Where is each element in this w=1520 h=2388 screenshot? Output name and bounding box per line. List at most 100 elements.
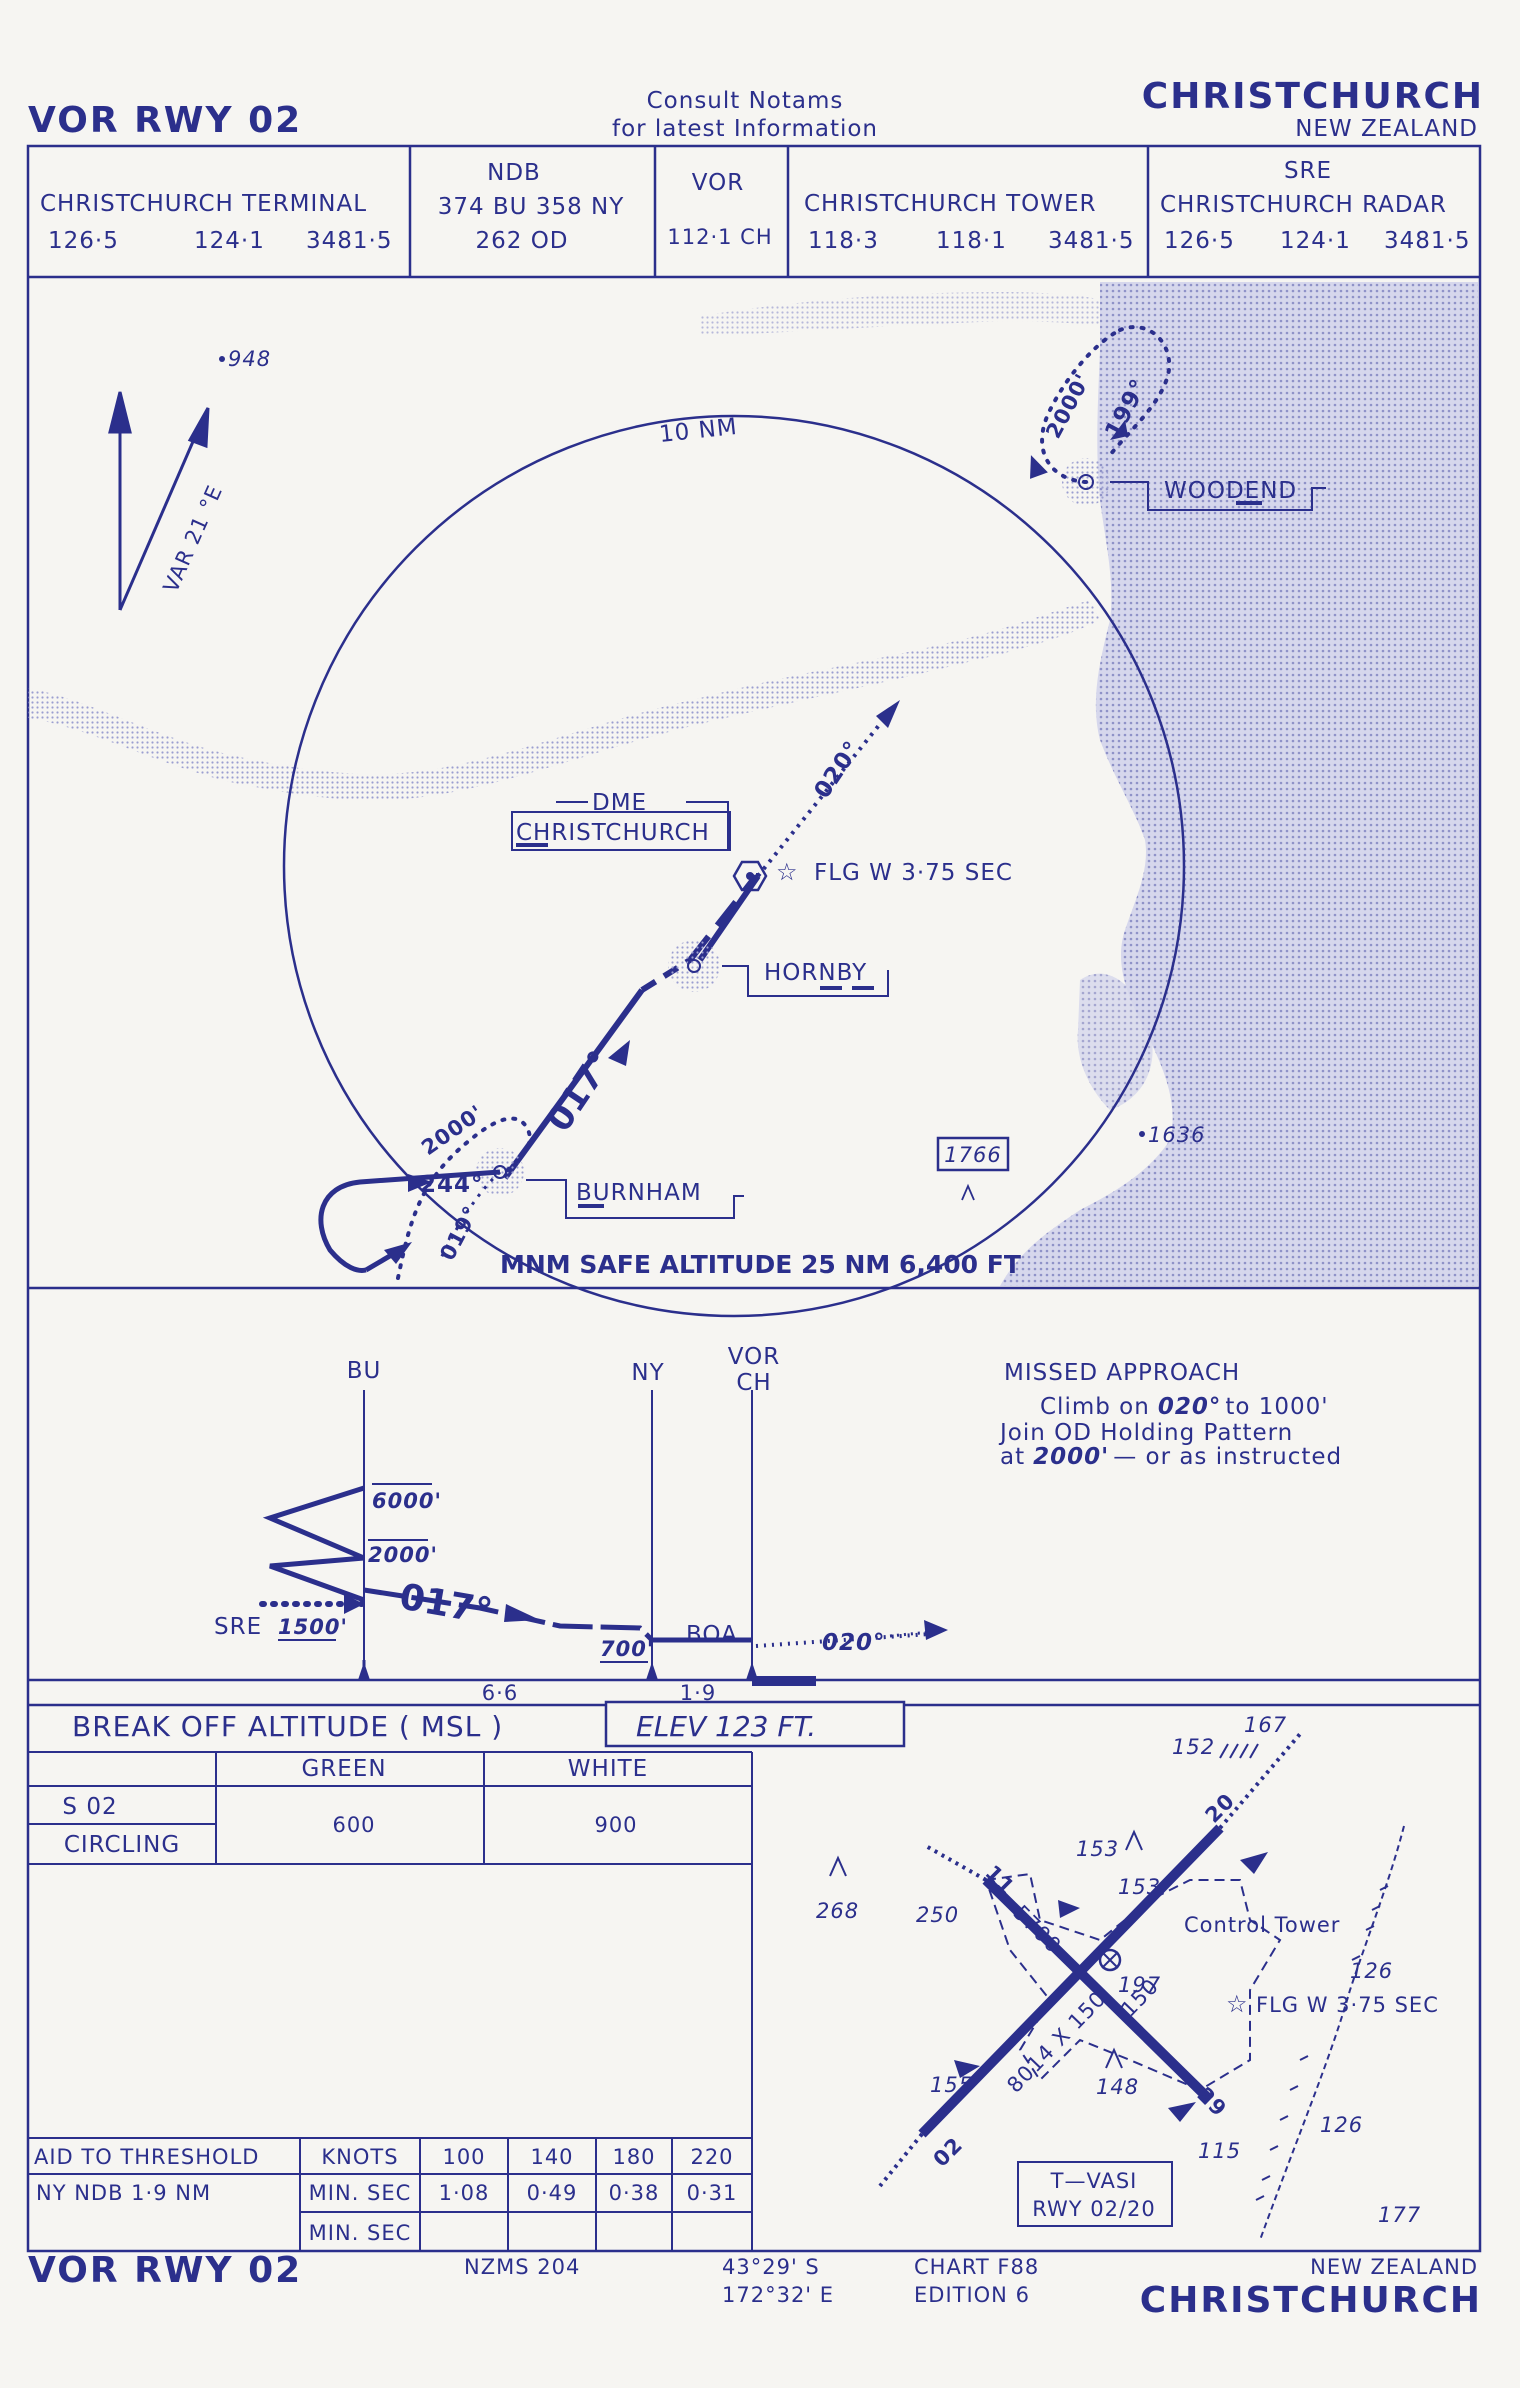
elev-167: 167 [1244,1713,1287,1737]
alt-1500: 1500' [278,1615,348,1639]
course-244: 244° [420,1172,484,1198]
fix-tick-bu-arrow [358,1662,370,1680]
green-header: GREEN [301,1756,386,1782]
timing-h4: 180 [612,2145,655,2169]
runway-02-ext-s [878,2132,924,2188]
elev-148: 148 [1096,2075,1139,2099]
hornby-center [687,959,701,973]
runway-profile [752,1676,816,1686]
woodend-callout [1110,481,1326,511]
tower-freq-3: 3481·5 [1048,228,1134,254]
vasi-arrow-3 [1168,2102,1196,2122]
radar-freq-3: 3481·5 [1384,228,1470,254]
sre-arrow [344,1594,364,1614]
missed-l1a: Climb on [1040,1394,1150,1420]
vor-center [746,872,754,880]
missed-l3a: at [1000,1444,1025,1470]
timing-table: AID TO THRESHOLD KNOTS 100 140 180 220 N… [28,2137,752,2251]
city-name: CHRISTCHURCH [1142,76,1484,117]
terminal-freq-1: 126·5 [48,228,119,254]
boa-label: BOA [686,1622,738,1648]
obstacle-268 [829,1855,847,1877]
field-vor [1098,1948,1122,1972]
terminal-freq-2: 124·1 [194,228,265,254]
vor-label: VOR [692,170,744,196]
ndb-line-2: 262 OD [475,228,568,254]
inbound-course-017: 017° [539,1044,621,1139]
burnham-callout [526,1179,744,1219]
chart-footer: VOR RWY 02 NZMS 204 43°29' S 172°32' E C… [28,2250,1480,2321]
elev-250: 250 [916,1903,959,1927]
sre-label: SRE [1284,158,1332,184]
timing-r1c4: 0·38 [609,2181,660,2205]
missed-l3b: 2000' [1033,1444,1109,1470]
taxiway-outline [984,1872,1282,2092]
runway-20-ext-n [1218,1732,1302,1830]
spot-948-dot [219,356,225,362]
elev-268: 268 [816,1899,859,1923]
elev-152: 152 [1172,1735,1215,1759]
tower-freq-1: 118·3 [808,228,879,254]
notice-line-2: for latest Information [612,116,878,142]
runway-20-label: 20 [1201,1788,1240,1827]
elev-177: 177 [1378,2203,1421,2227]
footer-nzms: NZMS 204 [464,2255,580,2279]
course-019: 019° [435,1202,484,1265]
woodend-label: WOODEND [1164,478,1297,504]
runway-02-20 [918,1824,1224,2138]
elev-115: 115 [1198,2139,1241,2163]
grass-marks [1255,1885,1389,2201]
green-value: 600 [332,1813,375,1837]
hornby-ndb [668,940,720,992]
burnham-alt: 2000' [417,1100,488,1160]
tvasi-label: T—VASI [1050,2169,1138,2193]
tower-freq-2: 118·1 [936,228,1007,254]
missed-l1c: to 1000' [1225,1394,1328,1420]
ring-label: 10 NM [658,414,739,448]
north-arrow [108,391,210,611]
footer-title: VOR RWY 02 [28,2250,302,2291]
missed-l1b: 020° [1158,1394,1222,1420]
course-020-profile: 020° [822,1630,886,1656]
vasi-arrow-4 [954,2060,980,2078]
minima-table: BREAK OFF ALTITUDE ( MSL ) ELEV 123 FT. … [28,1700,906,2251]
elev-value: ELEV 123 FT. [636,1710,816,1743]
outbound-course-020: 020° [809,736,866,803]
woodend-holding [1030,325,1172,506]
aerodrome-diagram: 167 152 153 153 268 250 5700 197 150 Con… [816,1713,1439,2241]
radar-label: CHRISTCHURCH RADAR [1160,192,1447,218]
timing-r1c2: 1·08 [439,2181,490,2205]
boa-title: BREAK OFF ALTITUDE ( MSL ) [72,1710,503,1743]
dist-66: 6·6 [482,1681,518,1705]
fix-tick-vor-arrow [746,1662,758,1680]
sre-profile-label: SRE [214,1614,262,1640]
footer-edition: EDITION 6 [914,2283,1030,2307]
runway-11-ext [925,1844,987,1882]
footer-country: NEW ZEALAND [1310,2255,1478,2279]
runway-02-label: 02 [929,2132,968,2171]
burnham-procedure [318,1116,532,1280]
missed-line-2: Join OD Holding Pattern [998,1420,1293,1446]
timing-r1c5: 0·31 [687,2181,738,2205]
procedure-turn-profile [262,1485,365,1603]
elev-box [604,1700,906,1748]
notice-line-1: Consult Notams [647,88,844,114]
tvasi-box [1017,2161,1173,2227]
timing-h0: AID TO THRESHOLD [34,2145,259,2169]
timing-r1c3: 0·49 [527,2181,578,2205]
missed-title: MISSED APPROACH [1004,1360,1240,1386]
chart-header: VOR RWY 02 Consult Notams for latest Inf… [28,76,1484,142]
terminal-label: CHRISTCHURCH TERMINAL [40,191,367,217]
flg-aerodrome: FLG W 3·75 SEC [1256,1993,1439,2017]
missed-approach-path [755,1632,931,1648]
vasi-arrow-1 [1240,1852,1268,1874]
missed-line-1: Climb on 020°to 1000' [1040,1394,1329,1420]
timing-h2: 100 [442,2145,485,2169]
runway-11-label: 11 [980,1861,1019,1900]
footer-chart: CHART F88 [914,2255,1039,2279]
elev-155: 155 [930,2073,973,2097]
radar-freq-1: 126·5 [1164,228,1235,254]
fix-tick-ny-arrow [646,1662,658,1680]
lagoon-area [1077,973,1153,1110]
